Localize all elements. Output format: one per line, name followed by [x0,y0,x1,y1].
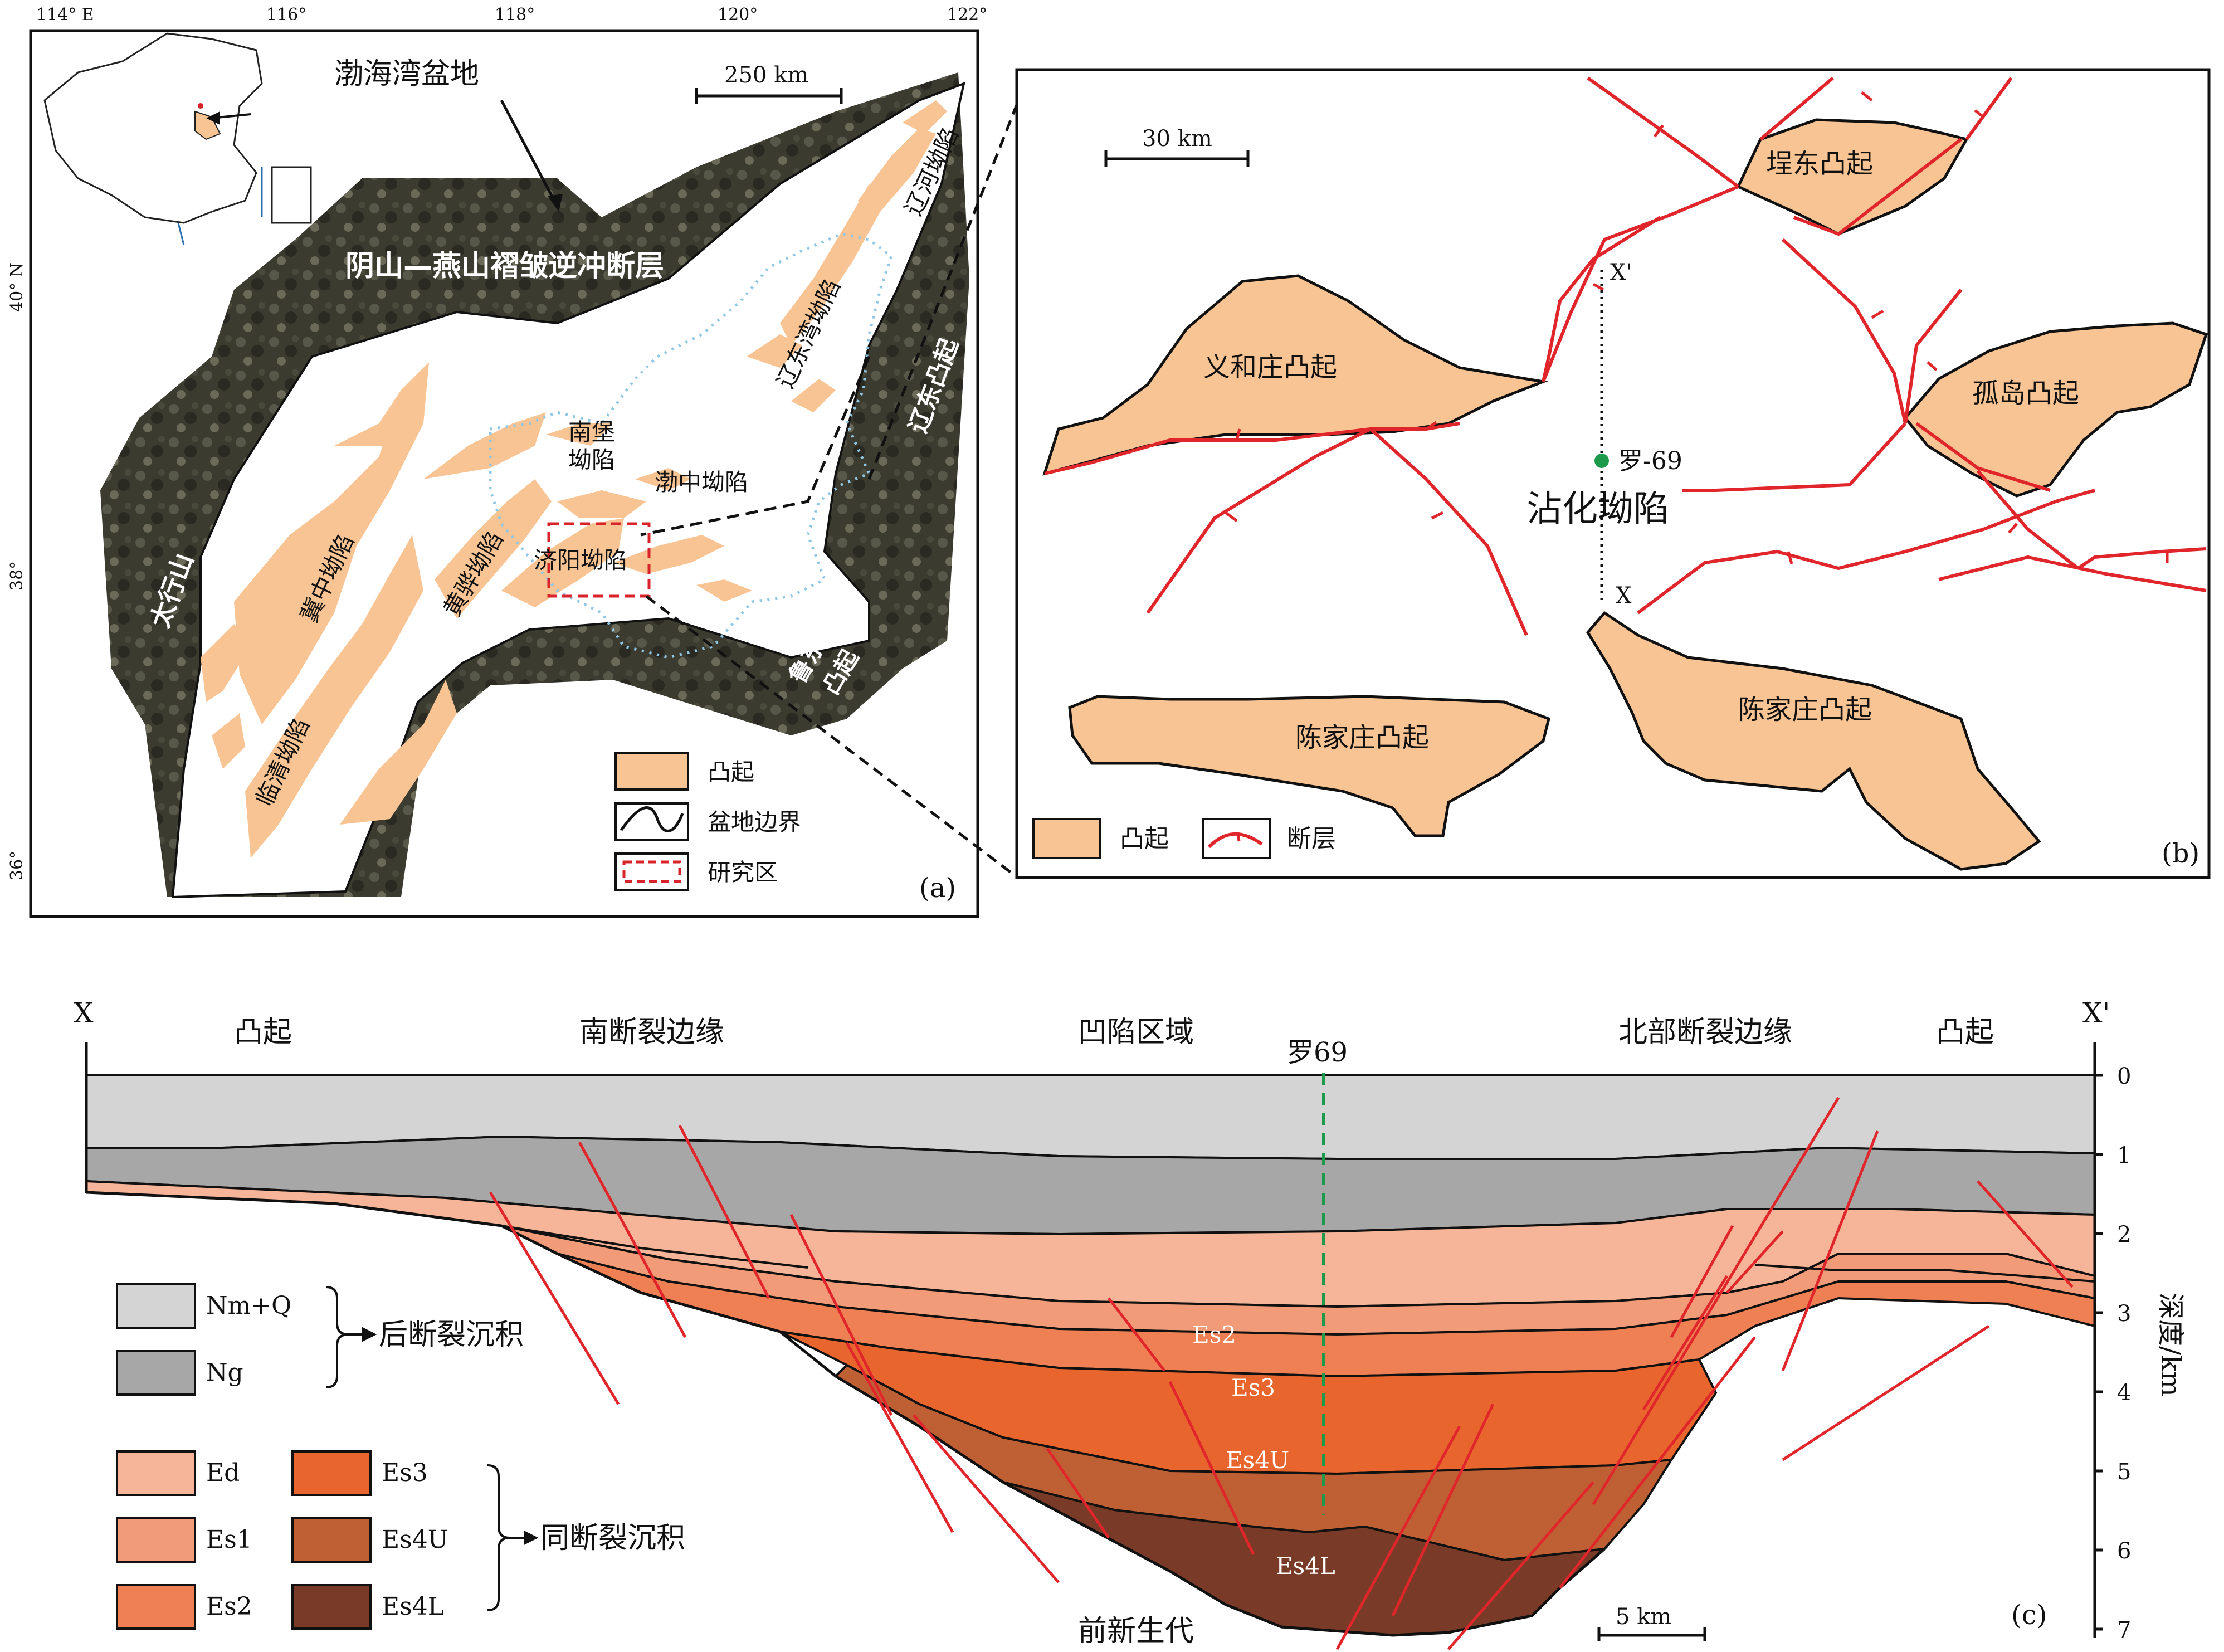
legend-es4l: Es4L [382,1592,444,1621]
well-label-b: 罗-69 [1618,447,1682,475]
nanpu-label-2: 坳陷 [568,446,615,474]
panel-a [29,29,979,918]
x-prime-label: X' [1610,260,1632,285]
legend-es2: Es2 [206,1592,252,1621]
lat-label-38: 38° [7,561,27,591]
china-inset [43,32,312,246]
syn-rift-label: 同断裂沉积 [540,1522,685,1555]
depth-axis-label: 深度/km [2155,1293,2186,1397]
depth-axis [2093,1042,2103,1638]
lon-label-114: 114° E [36,5,94,25]
lon-label-122: 122° [947,5,987,25]
zone-south-margin: 南断裂边缘 [579,1016,724,1049]
nanpu-label-1: 南堡 [568,418,615,446]
gudao-label: 孤岛凸起 [1972,378,2079,409]
well-label-c: 罗69 [1287,1037,1348,1068]
legend-es3: Es3 [382,1459,428,1487]
coastline [489,232,893,659]
scale-label-b: 30 km [1142,126,1212,152]
chenjiazhuang-e-label: 陈家庄凸起 [1738,694,1872,725]
legend-ed: Ed [206,1459,240,1487]
legend-a-uplift: 凸起 [708,758,754,786]
zone-north-margin: 北部断裂边缘 [1618,1016,1792,1049]
legend-es4u: Es4U [382,1526,448,1554]
legend-a-study: 研究区 [708,859,778,886]
study-area-box [547,522,651,598]
aidong-label: 埕东凸起 [1766,148,1873,179]
panel-b [1015,68,2211,879]
lat-label-36: 36° [7,851,27,880]
inset-label: 渤海湾盆地 [334,57,479,91]
basement-label: 前新生代 [1078,1615,1194,1648]
legend-es1: Es1 [206,1526,252,1554]
lon-label-116: 116° [266,5,306,25]
legend-b-fault: 断层 [1287,825,1336,853]
section-faults [489,1097,2074,1650]
depth-0: 0 [2117,1064,2131,1089]
chenjiazhuang-w [1068,695,1550,837]
chenjiazhuang-w-label: 陈家庄凸起 [1295,722,1429,753]
scale-label-a: 250 km [724,62,808,88]
post-rift-label: 后断裂沉积 [379,1318,524,1352]
panel-c-tag: (c) [2011,1600,2047,1631]
depth-5: 5 [2117,1459,2131,1485]
jiyang-label: 济阳坳陷 [534,547,627,574]
zone-uplift-right: 凸起 [1936,1016,1994,1049]
legend-ng: Ng [206,1358,243,1387]
lat-label-40: 40° N [7,262,27,312]
yihezhuang-uplift [1042,274,1549,476]
chenjiazhuang-e [1586,611,2041,871]
legend-c [116,1283,539,1630]
layer-es3: Es3 [1231,1374,1275,1401]
section-x-left: X [74,997,94,1029]
basin-interior [171,81,965,899]
layer-es4l: Es4L [1276,1552,1335,1580]
depth-4: 4 [2117,1380,2131,1406]
depth-2: 2 [2117,1222,2131,1247]
panel-b-tag: (b) [2162,838,2199,869]
scale-label-c: 5 km [1616,1604,1671,1630]
legend-b-uplift: 凸起 [1120,825,1169,853]
layer-es2: Es2 [1192,1321,1236,1348]
x-label: X [1616,583,1632,608]
legend-a-boundary: 盆地边界 [708,808,801,836]
bozhong-label: 渤中坳陷 [655,469,748,496]
yihezhuang-label: 义和庄凸起 [1203,352,1337,383]
gudao-uplift [1903,321,2208,498]
depth-6: 6 [2117,1538,2131,1564]
scale-bar-a [695,88,843,104]
layer-es4u: Es4U [1226,1446,1289,1474]
lon-label-120: 120° [718,5,758,25]
section-x-right: X' [2082,997,2110,1029]
panel-a-tag: (a) [919,873,956,904]
zhanhua-label: 沾化坳陷 [1526,489,1669,530]
depth-3: 3 [2117,1301,2131,1327]
depth-1: 1 [2117,1143,2131,1168]
depth-7: 7 [2117,1617,2131,1643]
legend-nmq: Nm+Q [206,1292,291,1320]
fold-belt-label: 阴山—燕山褶皱逆冲断层 [345,249,664,283]
legend-a [614,752,689,891]
uplift-patches [201,100,947,858]
lon-label-118: 118° [495,5,535,25]
zone-depression: 凹陷区域 [1078,1016,1194,1049]
well-marker [1594,454,1609,468]
zone-uplift-left: 凸起 [234,1016,292,1049]
